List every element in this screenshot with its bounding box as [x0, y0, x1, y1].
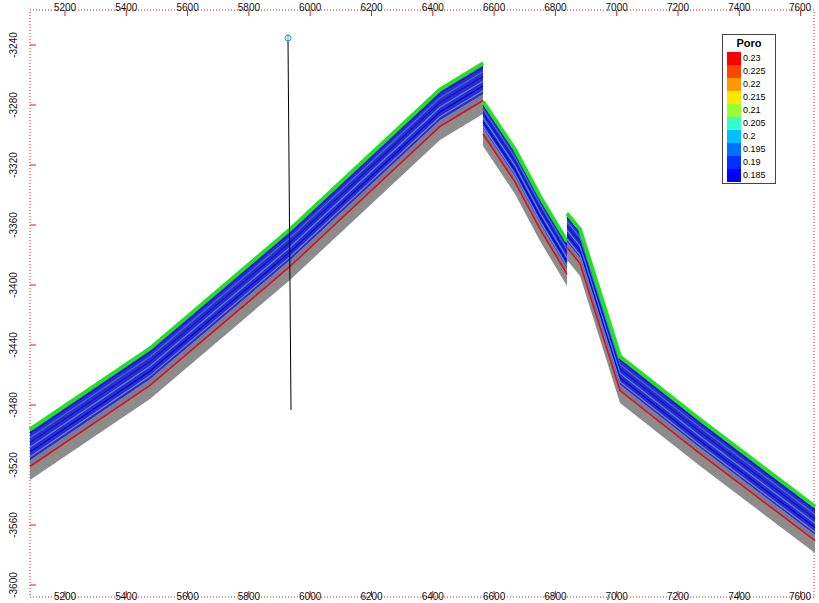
layer	[483, 129, 567, 274]
legend-swatch	[727, 65, 741, 78]
axis-label: 6200	[360, 3, 382, 13]
legend-swatch	[727, 117, 741, 130]
well-path	[288, 40, 291, 410]
legend-title: Poro	[723, 37, 775, 49]
axis-label: 7400	[728, 592, 750, 602]
legend-box: Poro 0.23 0.225 0.22 0.215 0.21 0.205 0.2 0.195 0…	[722, 34, 776, 184]
axis-label: 7600	[789, 3, 811, 13]
axis-label: 5600	[176, 3, 198, 13]
axis-label: -3320	[9, 152, 19, 178]
legend-label: 0.22	[743, 79, 761, 90]
layer-line	[567, 235, 815, 528]
axis-label: 7200	[667, 592, 689, 602]
legend-label: 0.21	[743, 105, 761, 116]
axis-label: 6000	[299, 592, 321, 602]
tick	[30, 225, 36, 226]
layer	[567, 215, 815, 535]
axis-label: 5600	[176, 592, 198, 602]
tick	[30, 165, 36, 166]
tick	[30, 405, 36, 406]
layer-line	[30, 67, 483, 433]
layer	[483, 103, 567, 269]
axis-label: 7600	[789, 592, 811, 602]
top-surface	[483, 102, 567, 242]
tick	[30, 345, 36, 346]
top-surface	[30, 64, 483, 430]
axis-label: -3400	[9, 272, 19, 298]
axis-label: 5200	[54, 592, 76, 602]
legend-label: 0.19	[743, 157, 761, 168]
tick	[30, 585, 36, 586]
legend-label: 0.205	[743, 118, 766, 129]
legend-label: 0.185	[743, 170, 766, 181]
layer	[567, 212, 815, 553]
axis-label: -3240	[9, 32, 19, 58]
axis-label: 6400	[422, 3, 444, 13]
axis-label: 6400	[422, 592, 444, 602]
legend-label: 0.225	[743, 66, 766, 77]
layer-line	[567, 226, 815, 519]
legend-label: 0.2	[743, 131, 756, 142]
well-symbol	[288, 34, 289, 44]
layer	[30, 62, 483, 480]
legend-label: 0.215	[743, 92, 766, 103]
axis-label: 7400	[728, 3, 750, 13]
layer-line	[483, 134, 567, 274]
plot-frame	[30, 10, 814, 597]
legend-swatch	[727, 130, 741, 143]
axis-label: 6800	[544, 592, 566, 602]
legend-swatch	[727, 104, 741, 117]
axis-label: 7000	[606, 592, 628, 602]
layer-line	[30, 86, 483, 452]
legend-swatch	[727, 91, 741, 104]
axis-label: 5800	[238, 3, 260, 13]
layer-line	[30, 100, 483, 466]
axis-label: 5400	[115, 3, 137, 13]
axis-label: 7200	[667, 3, 689, 13]
axis-label: -3280	[9, 92, 19, 118]
legend-swatch	[727, 78, 741, 91]
axis-label: 7000	[606, 3, 628, 13]
axis-label: -3560	[9, 512, 19, 538]
axis-label: 5800	[238, 592, 260, 602]
layer	[30, 65, 483, 460]
tick	[30, 285, 36, 286]
layer-line	[567, 248, 815, 541]
tick	[30, 45, 36, 46]
axis-label: -3360	[9, 212, 19, 238]
axis-label: 6600	[483, 592, 505, 602]
tick	[30, 105, 36, 106]
axis-label: 6200	[360, 592, 382, 602]
layer-line	[567, 239, 815, 532]
axis-label: 5200	[54, 3, 76, 13]
layer-line	[30, 81, 483, 447]
legend-label: 0.23	[743, 53, 761, 64]
layer	[567, 242, 815, 540]
layer	[483, 100, 567, 286]
axis-label: -3480	[9, 392, 19, 418]
legend-swatch	[727, 156, 741, 169]
axis-label: 6000	[299, 3, 321, 13]
legend-swatch	[727, 169, 741, 182]
legend-swatch	[727, 52, 741, 65]
axis-label: -3600	[9, 572, 19, 598]
axis-label: -3520	[9, 452, 19, 478]
axis-label: 6800	[544, 3, 566, 13]
layer-line	[567, 221, 815, 514]
axis-label: 5400	[115, 592, 137, 602]
top-surface	[567, 214, 815, 507]
layer-line	[567, 217, 815, 510]
legend-label: 0.195	[743, 144, 766, 155]
tick	[30, 525, 36, 526]
axis-label: -3440	[9, 332, 19, 358]
axis-label: 6600	[483, 3, 505, 13]
legend-swatch	[727, 143, 741, 156]
